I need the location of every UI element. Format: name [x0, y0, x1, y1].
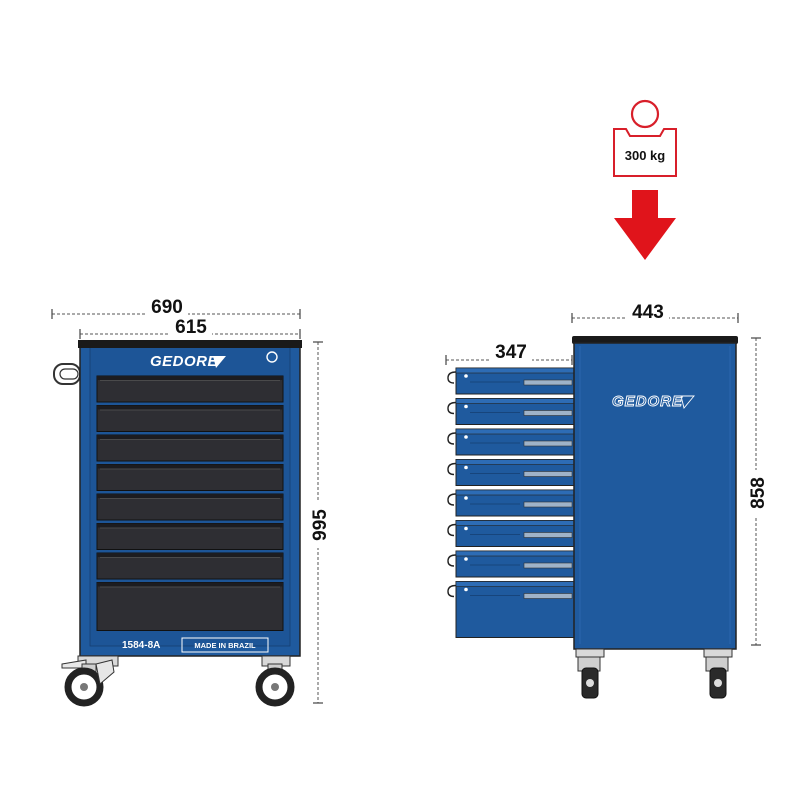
dimension-995: 995: [308, 341, 331, 704]
front-drawer[interactable]: [96, 434, 284, 462]
weight-ring-icon: [630, 99, 660, 129]
side-brand-logo: GEDORE: [612, 393, 683, 410]
dimension-690-label: 690: [151, 297, 183, 318]
dimension-858: 858: [746, 337, 769, 646]
side-drawer[interactable]: [447, 550, 575, 578]
front-drawer[interactable]: [96, 405, 284, 432]
side-top-surface: [572, 336, 738, 344]
side-brand-flag-icon: [680, 395, 695, 409]
side-handle: [53, 363, 81, 385]
made-in-label: MADE IN BRAZIL: [194, 641, 256, 650]
side-cabinet-panel: [573, 342, 737, 650]
front-view: 690 615 995 GEDORE 1584-8A MA: [51, 297, 331, 707]
front-drawer[interactable]: [96, 375, 284, 403]
side-right-caster: [703, 648, 733, 699]
dimension-443-label: 443: [632, 302, 664, 323]
front-left-caster: [61, 655, 119, 707]
side-drawer[interactable]: [447, 459, 575, 486]
load-capacity-label: 300 kg: [625, 148, 666, 163]
front-right-caster: [255, 655, 295, 707]
front-top-surface: [78, 340, 302, 348]
lock-icon: [266, 351, 278, 363]
front-drawer[interactable]: [96, 493, 284, 521]
dimension-995-label: 995: [310, 509, 331, 541]
side-view: 347 443 858 GEDORE: [445, 302, 769, 699]
front-drawer[interactable]: [96, 464, 284, 491]
brand-flag-icon: [213, 356, 226, 368]
side-drawer[interactable]: [447, 367, 575, 395]
front-drawers: [96, 375, 284, 631]
side-drawer[interactable]: [447, 398, 575, 425]
down-arrow-icon: [614, 190, 676, 260]
side-drawer[interactable]: [447, 581, 575, 638]
dimension-347: 347: [445, 342, 573, 365]
dimension-443: 443: [571, 302, 739, 323]
model-number: 1584-8A: [122, 640, 160, 651]
dimension-615-label: 615: [175, 317, 207, 338]
side-drawer[interactable]: [447, 428, 575, 456]
dimension-690: 690: [51, 297, 301, 319]
front-drawer[interactable]: [96, 552, 284, 580]
side-drawer[interactable]: [447, 489, 575, 517]
dimension-615: 615: [79, 317, 301, 339]
side-drawer[interactable]: [447, 520, 575, 547]
dimension-858-label: 858: [748, 477, 769, 509]
front-brand-logo: GEDORE: [150, 353, 219, 370]
load-indicator: 300 kg: [613, 99, 677, 260]
front-drawer[interactable]: [96, 523, 284, 550]
dimension-347-label: 347: [495, 342, 527, 363]
front-drawer[interactable]: [96, 582, 284, 631]
side-extended-drawers: [447, 367, 575, 638]
weight-body-icon: [613, 128, 677, 177]
side-left-caster: [575, 648, 605, 699]
